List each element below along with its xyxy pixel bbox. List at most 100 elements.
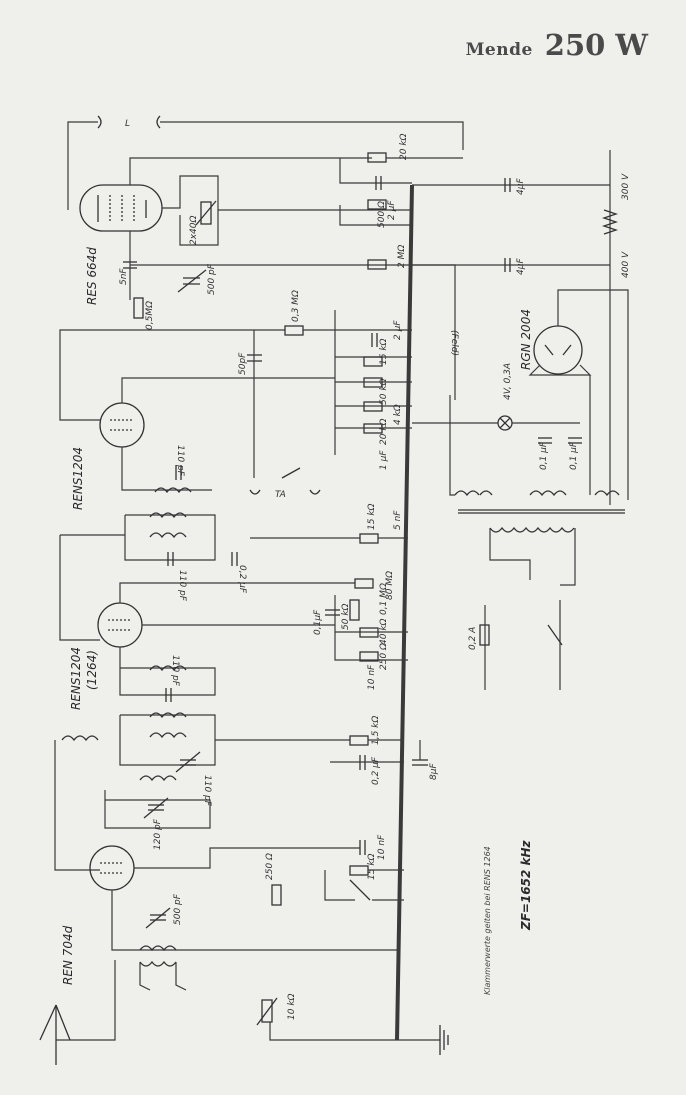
input-wire-2 — [175, 962, 187, 991]
tube-label-rens1204-b: RENS1204 — [69, 647, 83, 710]
tube4-grid-wire — [54, 740, 100, 871]
loop-wire-left — [67, 121, 98, 210]
label-5nF-b: 5 nF — [393, 510, 403, 530]
label-4uF-a: 4μF — [516, 178, 526, 195]
antenna-wire — [56, 1010, 116, 1041]
ta-switch[interactable] — [281, 467, 301, 479]
if-coil-4 — [149, 665, 187, 672]
volume-pot[interactable] — [256, 997, 278, 1026]
note-klammer: Klammerwerte gelten bei RENS 1264 — [483, 846, 492, 995]
label-15k-a: 15 kΩ — [379, 338, 389, 365]
label-300V: 300 V — [621, 173, 631, 200]
capacitor-110pF-d — [175, 751, 201, 773]
model-label: 250 W — [544, 28, 648, 62]
input-wire-1 — [139, 962, 151, 991]
tube4-cathode-wire — [111, 890, 400, 951]
label-2uF: 2 μF — [387, 200, 397, 220]
hum-pot-loop — [162, 175, 219, 246]
label-400V: 400 V — [621, 251, 631, 278]
label-ta: TA — [275, 490, 286, 500]
label-110pF-c: 110 pF — [170, 655, 180, 687]
label-02uF: 0,2 μF — [237, 565, 247, 594]
resistor-15k-d — [349, 865, 369, 876]
resistor-15k-c — [349, 735, 369, 746]
note-zf: ZF=1652 kHz — [519, 839, 533, 931]
label-2uF-b: 2 μF — [393, 320, 403, 340]
rect-filament-wire — [528, 364, 592, 376]
tube2-cathode-wire — [121, 447, 212, 491]
label-110pF-d: 110 pF — [202, 775, 212, 807]
ground-bus — [395, 184, 414, 1041]
capacitor-10nF-b — [359, 840, 366, 855]
primary-wire — [489, 528, 531, 580]
resistor-15k-b — [359, 533, 379, 544]
capacitor-2uF — [375, 176, 382, 190]
label-4k: 4 kΩ — [393, 404, 403, 425]
tube-ren704d — [89, 845, 135, 891]
ta-jack-r — [309, 489, 321, 495]
tube-label-rens1264: (1264) — [85, 650, 99, 690]
ta-jack-l — [249, 489, 261, 495]
capacitor-01uF-c — [325, 609, 340, 616]
if-coil-2 — [149, 512, 187, 519]
tube-rgn2004 — [533, 325, 583, 375]
speaker-jack-right — [156, 115, 161, 129]
capacitor-120pF — [143, 797, 169, 819]
tube4-switch-wire — [324, 870, 355, 901]
label-500pF-b: 500 pF — [173, 893, 183, 925]
label-10k: 10 kΩ — [287, 993, 297, 1020]
label-50pF: 50pF — [238, 352, 248, 375]
mains-switch[interactable] — [547, 624, 563, 646]
label-15k-b: 15 kΩ — [367, 503, 377, 530]
capacitor-01uF-a — [538, 437, 552, 444]
choke-resistor — [601, 209, 619, 235]
label-feld: (Feld) — [449, 330, 459, 356]
label-50k: 50 kΩ — [379, 378, 389, 405]
label-20k-b: 20 kΩ — [379, 418, 389, 445]
capacitor-01uF-b — [568, 437, 582, 444]
label-120pF: 120 pF — [153, 818, 163, 850]
label-4uF-b: 4μF — [516, 258, 526, 275]
hum-pot — [195, 200, 217, 226]
ground-symbol — [439, 1025, 449, 1055]
label-01uF-a: 0,1 μF — [539, 441, 549, 470]
osc-tank — [104, 790, 211, 829]
tube4-anode-wire — [134, 847, 360, 869]
capacitor-110pF-b — [167, 552, 174, 566]
speaker-jack-left — [97, 115, 102, 129]
resistor-250 — [359, 651, 379, 662]
label-02uF-b: 0,2 μF — [371, 756, 381, 785]
capacitor-2uF-b — [371, 333, 378, 347]
tube-label-rens1204-a: RENS1204 — [71, 447, 85, 510]
wire-500 — [339, 205, 412, 226]
resistor-250-b — [271, 884, 282, 906]
rect-anode-wire — [557, 289, 629, 500]
label-2x40: 2x40Ω — [189, 215, 199, 245]
capacitor-110pF-c — [165, 688, 172, 702]
wave-switch[interactable] — [349, 879, 371, 901]
tube2-anode-wire — [121, 377, 335, 403]
brand-label: Mende — [465, 40, 533, 60]
loop-wire-top — [160, 121, 464, 150]
label-01M: 0,1 MΩ — [379, 583, 389, 615]
capacitor-500pF-b — [145, 907, 171, 929]
label-50k-b: 50 kΩ — [341, 603, 351, 630]
resistor-05M — [133, 297, 144, 319]
capacitor-5nF — [123, 261, 137, 269]
wire-2uF — [339, 158, 412, 184]
input-coil-1 — [139, 945, 177, 952]
dial-lamp — [497, 415, 513, 431]
tube-rens1204-a — [99, 402, 145, 448]
label-20k: 20 kΩ — [399, 133, 409, 160]
tube-label-ren704d: REN 704d — [61, 925, 75, 985]
tone-capacitor-500pF — [177, 269, 207, 293]
capacitor-02uF — [231, 552, 238, 566]
tube3-anode-wire — [119, 582, 355, 603]
label-01uF-c: 0,1μF — [313, 609, 323, 635]
antenna-symbol — [39, 1004, 71, 1065]
if-tank-1 — [124, 514, 216, 561]
tube-rens1204-b — [97, 602, 143, 648]
capacitor-4uF-b — [504, 258, 511, 272]
